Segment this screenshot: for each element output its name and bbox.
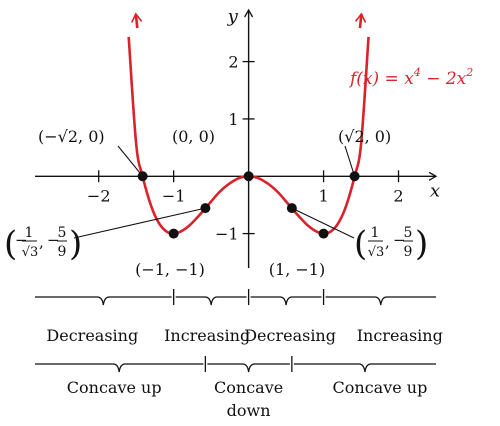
point-label-pos-root: (√2, 0) [338,127,391,146]
point-marker [168,228,179,239]
x-axis-title: x [430,180,440,201]
svg-text:): ) [69,224,82,264]
svg-text:(: ( [354,224,367,264]
interval-label-concave-down-line1: Concave [214,378,283,397]
y-tick-label: 1 [228,110,238,129]
monotonicity-brace [250,296,322,306]
concavity-brace [293,363,436,373]
points-layer [137,171,360,239]
monotonicity-brace [35,296,172,306]
svg-text:1: 1 [371,225,380,241]
function-label: f(x) = x4 − 2x2 [348,66,473,89]
interval-label-concave-up-left: Concave up [67,378,162,397]
svg-text:,: , [385,233,390,251]
y-axis-title: y [227,6,239,27]
svg-text:9: 9 [404,244,413,260]
point-label-inflection-left: ( − 1 √3 , − 5 9 ) [4,224,82,264]
point-label-min-right: (1, −1) [269,260,325,279]
interval-label-decreasing-center: Decreasing [244,326,336,345]
leader-line [344,145,356,177]
point-leader-lines [73,145,356,239]
svg-text:√3: √3 [22,245,39,260]
leader-line [117,145,144,177]
x-tick-label: −2 [87,186,111,205]
x-tick-label: 2 [393,186,403,205]
curve-arrow-left [130,12,143,29]
point-marker [200,203,211,214]
interval-label-concave-down-line2: down [227,401,271,420]
svg-text:,: , [39,233,44,251]
leader-line [291,207,355,239]
interval-label-increasing-center: Increasing [164,326,250,345]
x-tick-label: 1 [318,186,328,205]
interval-braces [35,289,436,373]
point-label-neg-root: (−√2, 0) [38,127,105,146]
concavity-brace [35,363,204,373]
x-tick-label: −1 [162,186,186,205]
leader-line [73,207,206,239]
interval-label-concave-up-right: Concave up [333,378,428,397]
point-label-min-left: (−1, −1) [135,260,205,279]
point-label-origin: (0, 0) [172,127,215,146]
svg-text:): ) [415,224,428,264]
concavity-brace [207,363,290,373]
point-marker [243,171,254,182]
svg-text:5: 5 [404,225,413,241]
monotonicity-brace [175,296,247,306]
point-marker [137,171,148,182]
svg-text:−: − [15,231,28,249]
y-tick-label: −1 [215,225,239,244]
svg-text:−: − [393,231,406,249]
point-marker [318,228,329,239]
interval-label-increasing-right: Increasing [357,326,443,345]
axis-ticks: −2 −1 1 2 −1 1 2 [87,53,404,244]
svg-text:1: 1 [25,225,34,241]
svg-text:√3: √3 [368,245,385,260]
interval-label-decreasing-left: Decreasing [46,326,138,345]
svg-text:9: 9 [58,244,67,260]
monotonicity-brace [325,296,436,306]
point-marker [349,171,360,182]
point-marker [286,203,297,214]
point-label-inflection-right: ( 1 √3 , − 5 9 ) [354,224,428,264]
y-tick-label: 2 [228,53,238,72]
svg-text:(: ( [4,224,17,264]
svg-text:−: − [47,231,60,249]
svg-text:5: 5 [58,225,67,241]
curve-arrow-right [354,12,367,29]
